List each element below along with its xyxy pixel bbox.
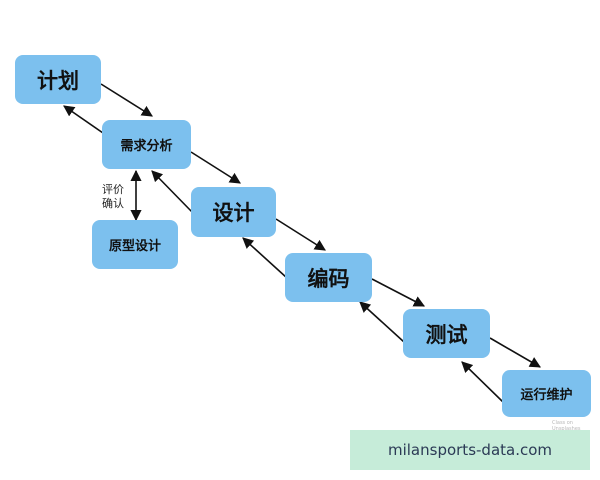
arrow-design-to-requirements bbox=[151, 170, 194, 214]
node-testing: 测试 bbox=[403, 309, 490, 358]
arrow-design-to-coding bbox=[275, 218, 326, 251]
arrow-requirements-to-plan bbox=[63, 105, 104, 134]
arrow-maintenance-to-testing bbox=[461, 361, 504, 403]
edge-label-evaluate-confirm: 评价 确认 bbox=[100, 183, 126, 211]
arrow-coding-to-testing bbox=[371, 278, 425, 307]
node-plan: 计划 bbox=[15, 55, 101, 104]
arrow-coding-to-design bbox=[242, 237, 288, 279]
arrow-testing-to-maintenance bbox=[489, 337, 541, 368]
edge-label-line-1: 评价 bbox=[102, 183, 124, 196]
faint-credit-text: Class on Unsplashes bbox=[552, 420, 581, 432]
node-maintenance: 运行维护 bbox=[502, 370, 591, 417]
watermark-banner: milansports-data.com bbox=[350, 430, 590, 470]
arrow-requirements-to-design bbox=[190, 151, 241, 184]
edge-label-line-2: 确认 bbox=[102, 197, 124, 210]
node-requirements: 需求分析 bbox=[102, 120, 191, 169]
arrow-testing-to-coding bbox=[359, 301, 405, 343]
watermark-text: milansports-data.com bbox=[387, 441, 553, 459]
node-prototype: 原型设计 bbox=[92, 220, 178, 269]
node-coding: 编码 bbox=[285, 253, 372, 302]
node-design: 设计 bbox=[191, 187, 276, 237]
arrow-plan-to-requirements bbox=[100, 83, 153, 117]
